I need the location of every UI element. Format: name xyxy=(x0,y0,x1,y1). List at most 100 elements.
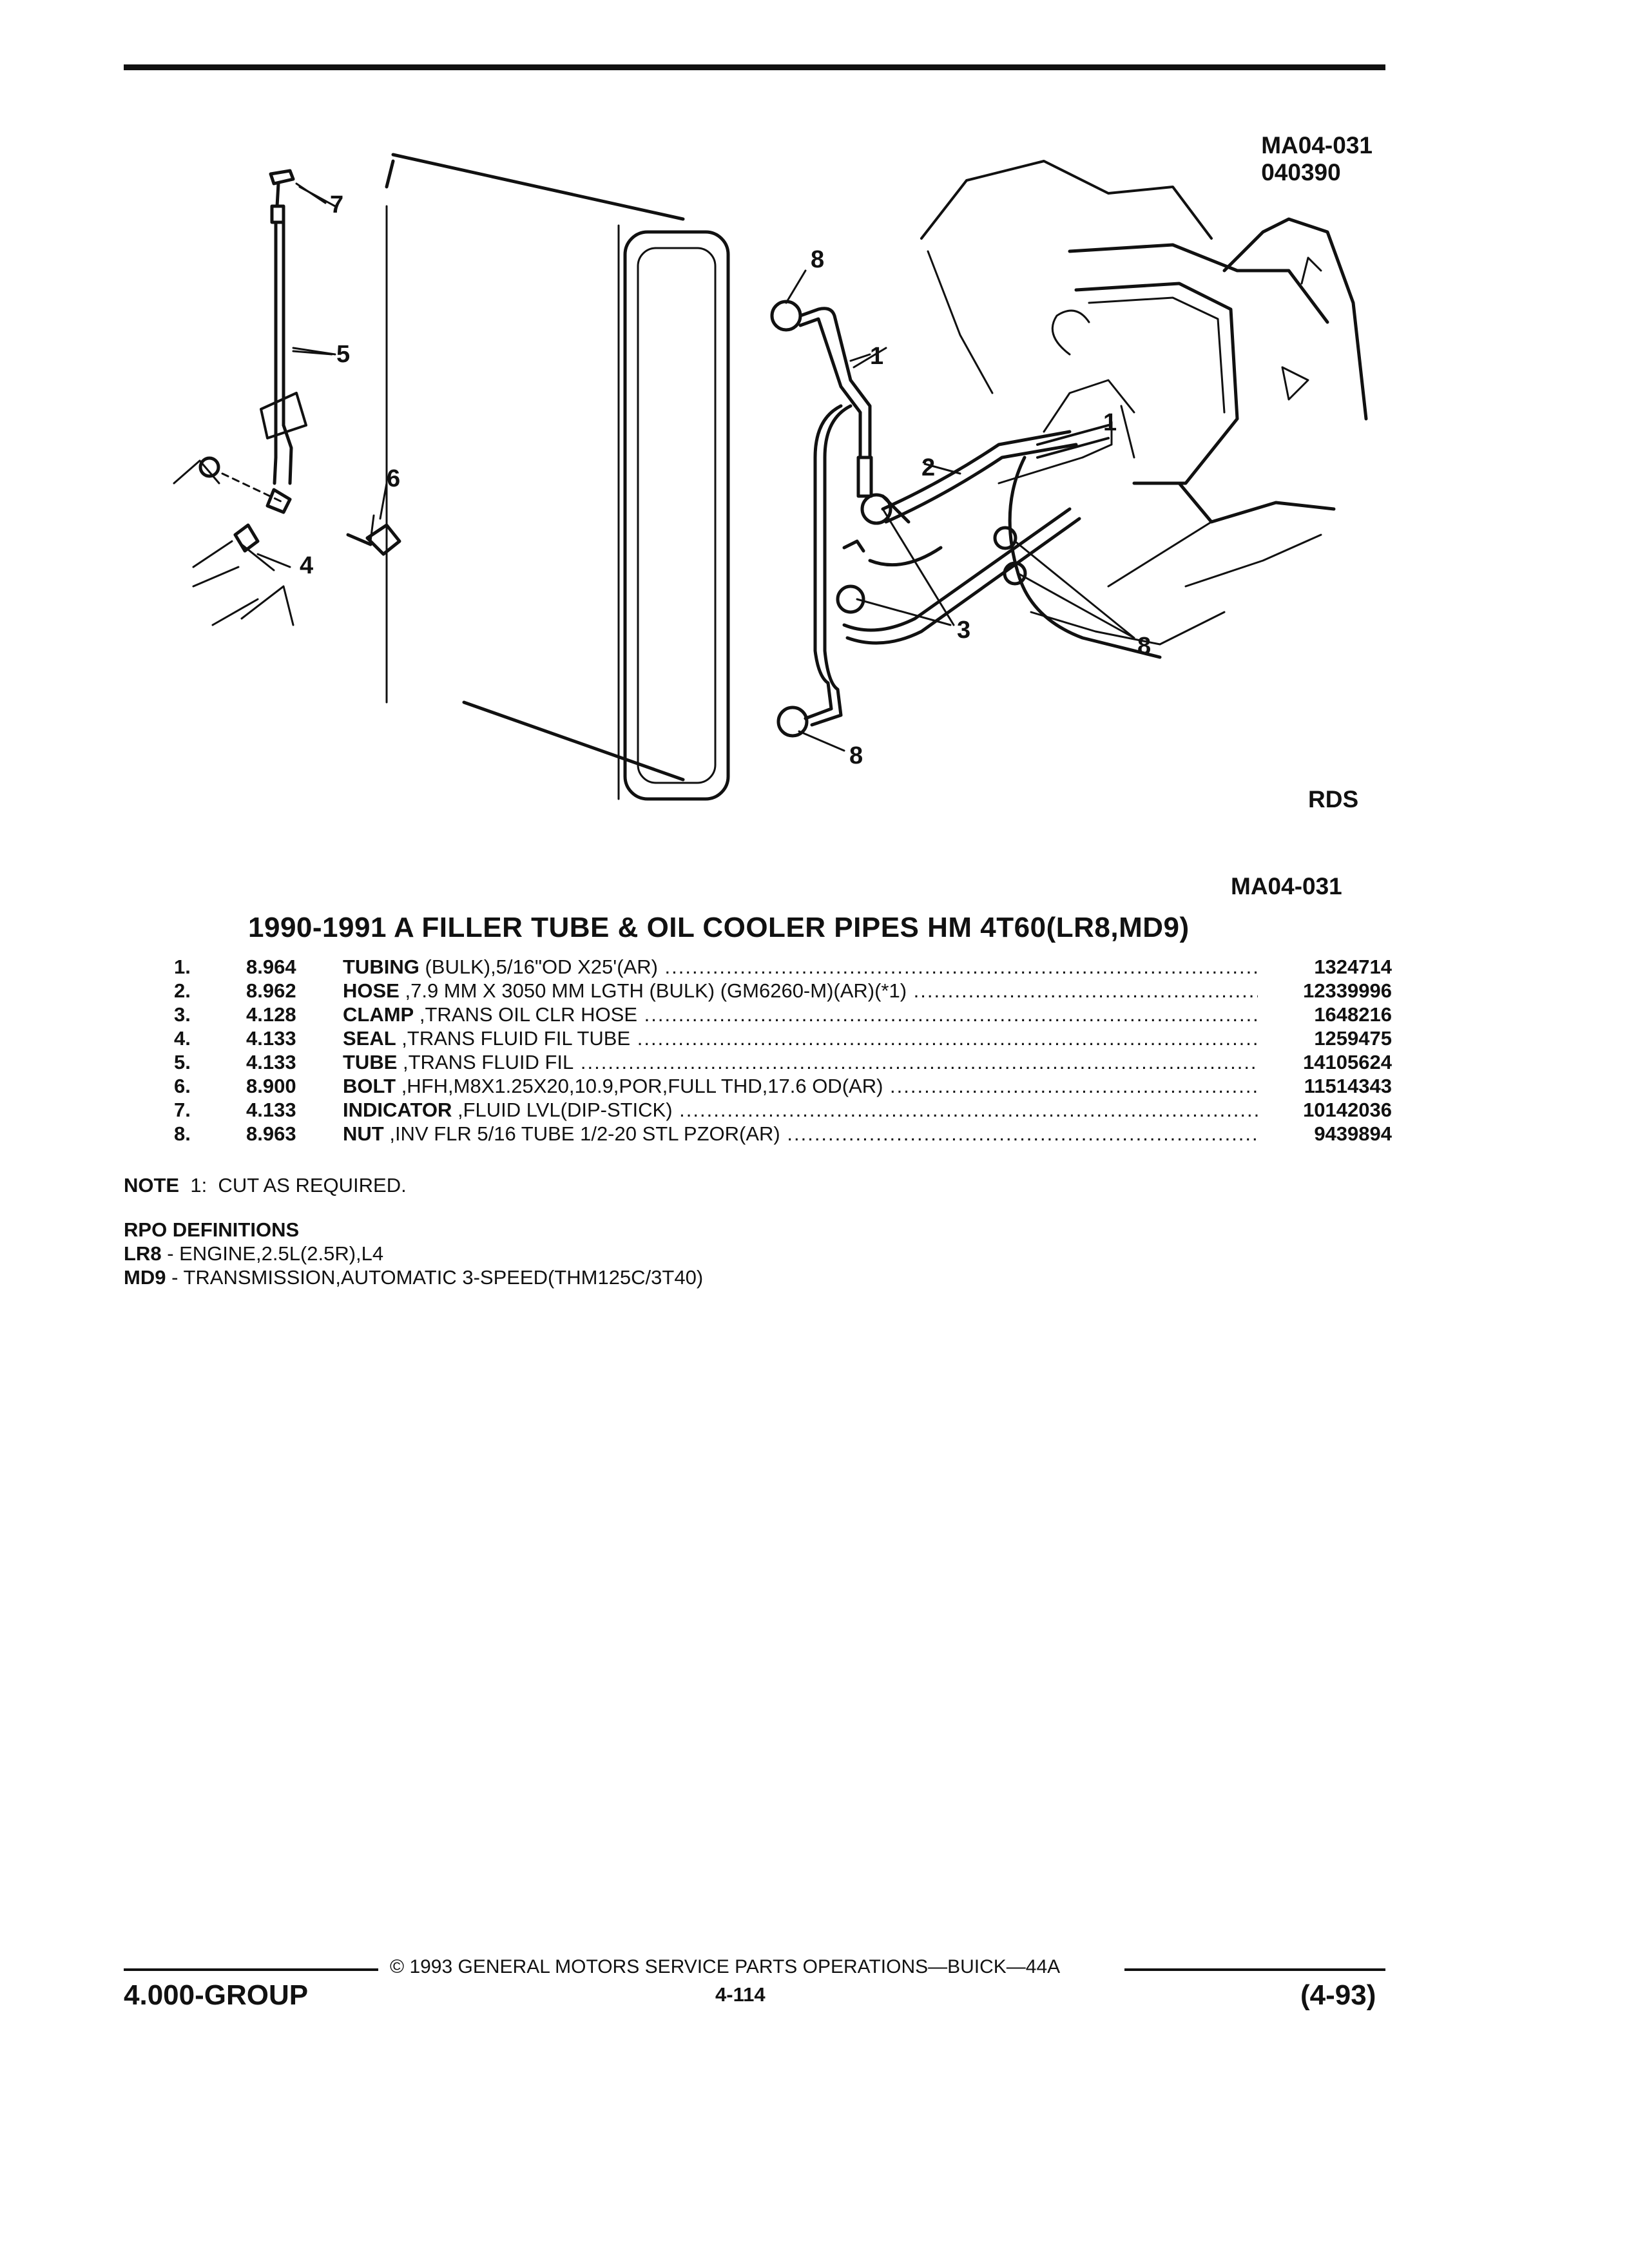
leader-dots: ........................................… xyxy=(890,1075,1258,1097)
item-number: 2. xyxy=(174,979,191,1002)
callout-8-top: 8 xyxy=(811,246,824,273)
callout-5: 5 xyxy=(336,341,350,368)
page-number: 4-114 xyxy=(715,1983,766,2006)
item-number: 8. xyxy=(174,1122,191,1145)
callout-8-right: 8 xyxy=(1137,633,1151,660)
top-rule xyxy=(124,64,1385,70)
figure-code: MA04-031 xyxy=(1261,132,1373,159)
parts-list: 1. 8.964 TUBING (BULK),5/16"OD X25'(AR) ..… xyxy=(174,955,1392,1146)
part-description: BOLT ,HFH,M8X1.25X20,10.9,POR,FULL THD,1… xyxy=(343,1074,1258,1098)
leader-dots: ........................................… xyxy=(787,1122,1258,1145)
leader-dots: ........................................… xyxy=(580,1051,1258,1073)
leader-dots: ........................................… xyxy=(679,1099,1258,1121)
part-description: TUBING (BULK),5/16"OD X25'(AR) .........… xyxy=(343,955,1258,979)
part-number: 11514343 xyxy=(1304,1075,1392,1097)
leader-lines xyxy=(240,182,1135,752)
part-spec: ,TRANS OIL CLR HOSE xyxy=(414,1003,638,1026)
part-number: 14105624 xyxy=(1303,1051,1392,1073)
part-spec: ,INV FLR 5/16 TUBE 1/2-20 STL PZOR(AR) xyxy=(383,1122,780,1145)
item-number: 3. xyxy=(174,1003,191,1026)
parts-row: 6. 8.900 BOLT ,HFH,M8X1.25X20,10.9,POR,FUL… xyxy=(174,1074,1392,1098)
part-name: CLAMP xyxy=(343,1003,414,1026)
part-spec: ,TRANS FLUID FIL TUBE xyxy=(396,1027,631,1050)
group-code: 8.962 xyxy=(246,979,296,1002)
part-name: NUT xyxy=(343,1122,384,1145)
footer-rule-right xyxy=(1124,1968,1385,1971)
part-spec: ,7.9 MM X 3050 MM LGTH (BULK) (GM6260-M)… xyxy=(399,979,907,1002)
part-spec: (BULK),5/16"OD X25'(AR) xyxy=(419,956,658,978)
group-code: 8.963 xyxy=(246,1122,296,1145)
parts-row: 1. 8.964 TUBING (BULK),5/16"OD X25'(AR) ..… xyxy=(174,955,1392,979)
leader-dots: ........................................… xyxy=(637,1027,1258,1050)
copyright: © 1993 GENERAL MOTORS SERVICE PARTS OPER… xyxy=(390,1956,1061,1977)
footer-rule-left xyxy=(124,1968,378,1971)
part-name: SEAL xyxy=(343,1027,396,1050)
item-number: 4. xyxy=(174,1027,191,1050)
part-spec: ,HFH,M8X1.25X20,10.9,POR,FULL THD,17.6 O… xyxy=(396,1075,883,1097)
group-code: 8.900 xyxy=(246,1075,296,1097)
rpo-item: LR8 - ENGINE,2.5L(2.5R),L4 xyxy=(124,1242,703,1265)
part-name: BOLT xyxy=(343,1075,396,1097)
figure-code-block: MA04-031 040390 xyxy=(1261,132,1373,186)
group-code: 4.128 xyxy=(246,1003,296,1026)
note-text: 1: CUT AS REQUIRED. xyxy=(179,1174,407,1196)
part-name: HOSE xyxy=(343,979,400,1002)
part-name: TUBING xyxy=(343,956,419,978)
part-number: 9439894 xyxy=(1314,1122,1392,1145)
part-spec: ,TRANS FLUID FIL xyxy=(397,1051,574,1073)
part-number: 1259475 xyxy=(1314,1027,1392,1050)
note-label: NOTE xyxy=(124,1174,180,1196)
callout-1-right: 1 xyxy=(1103,409,1117,436)
group-code: 4.133 xyxy=(246,1027,296,1050)
rpo-heading: RPO DEFINITIONS xyxy=(124,1218,300,1241)
part-spec: ,FLUID LVL(DIP-STICK) xyxy=(452,1099,673,1121)
part-description: SEAL ,TRANS FLUID FIL TUBE .............… xyxy=(343,1026,1258,1050)
part-number: 12339996 xyxy=(1303,979,1392,1002)
callout-4: 4 xyxy=(300,552,313,579)
callout-labels: 7 5 6 4 8 1 2 1 3 3 8 8 xyxy=(300,191,1151,769)
exploded-parts-diagram: 7 5 6 4 8 1 2 1 3 3 8 8 xyxy=(173,153,1368,801)
callout-3: 3 xyxy=(957,617,970,644)
part-number: 1324714 xyxy=(1314,956,1392,978)
parts-row: 2. 8.962 HOSE ,7.9 MM X 3050 MM LGTH (BULK… xyxy=(174,979,1392,1003)
leader-dots: ........................................… xyxy=(644,1003,1258,1026)
rpo-item: MD9 - TRANSMISSION,AUTOMATIC 3-SPEED(THM… xyxy=(124,1265,703,1289)
part-description: HOSE ,7.9 MM X 3050 MM LGTH (BULK) (GM62… xyxy=(343,979,1258,1003)
callout-7: 7 xyxy=(330,191,343,218)
parts-row: 4. 4.133 SEAL ,TRANS FLUID FIL TUBE ......… xyxy=(174,1026,1392,1050)
parts-row: 5. 4.133 TUBE ,TRANS FLUID FIL ...........… xyxy=(174,1050,1392,1074)
figure-date-code: 040390 xyxy=(1261,159,1341,186)
part-description: INDICATOR ,FLUID LVL(DIP-STICK) ........… xyxy=(343,1098,1258,1122)
item-number: 5. xyxy=(174,1051,191,1073)
part-name: TUBE xyxy=(343,1051,398,1073)
leader-dots: ........................................… xyxy=(913,979,1258,1002)
rds-label: RDS xyxy=(1308,786,1359,812)
part-name: INDICATOR xyxy=(343,1099,452,1121)
revision-date: (4-93) xyxy=(1300,1979,1376,2011)
part-description: NUT ,INV FLR 5/16 TUBE 1/2-20 STL PZOR(A… xyxy=(343,1122,1258,1146)
item-number: 1. xyxy=(174,956,191,978)
transmission-drawing xyxy=(920,160,1368,659)
item-number: 7. xyxy=(174,1099,191,1121)
callout-2: 2 xyxy=(921,454,935,481)
callout-1-left: 1 xyxy=(870,343,883,370)
parts-row: 3. 4.128 CLAMP ,TRANS OIL CLR HOSE .......… xyxy=(174,1003,1392,1026)
leader-dots: ........................................… xyxy=(664,956,1258,978)
group-code: 4.133 xyxy=(246,1051,296,1073)
parts-row: 8. 8.963 NUT ,INV FLR 5/16 TUBE 1/2-20 STL… xyxy=(174,1122,1392,1146)
rpo-code: MD9 xyxy=(124,1266,166,1289)
group-code: 8.964 xyxy=(246,956,296,978)
item-number: 6. xyxy=(174,1075,191,1097)
section-title: 1990-1991 A FILLER TUBE & OIL COOLER PIP… xyxy=(248,912,1190,943)
figure-id: MA04-031 xyxy=(1231,873,1342,899)
part-number: 10142036 xyxy=(1303,1099,1392,1121)
dipstick-drawing xyxy=(173,169,401,626)
rpo-text: - ENGINE,2.5L(2.5R),L4 xyxy=(161,1242,384,1265)
rpo-code: LR8 xyxy=(124,1242,162,1265)
group-number: 4.000-GROUP xyxy=(124,1979,309,2011)
cooler-pipes-drawing xyxy=(770,300,1110,738)
callout-6: 6 xyxy=(387,465,400,492)
rpo-text: - TRANSMISSION,AUTOMATIC 3-SPEED(THM125C… xyxy=(166,1266,704,1289)
part-description: TUBE ,TRANS FLUID FIL ..................… xyxy=(343,1050,1258,1074)
